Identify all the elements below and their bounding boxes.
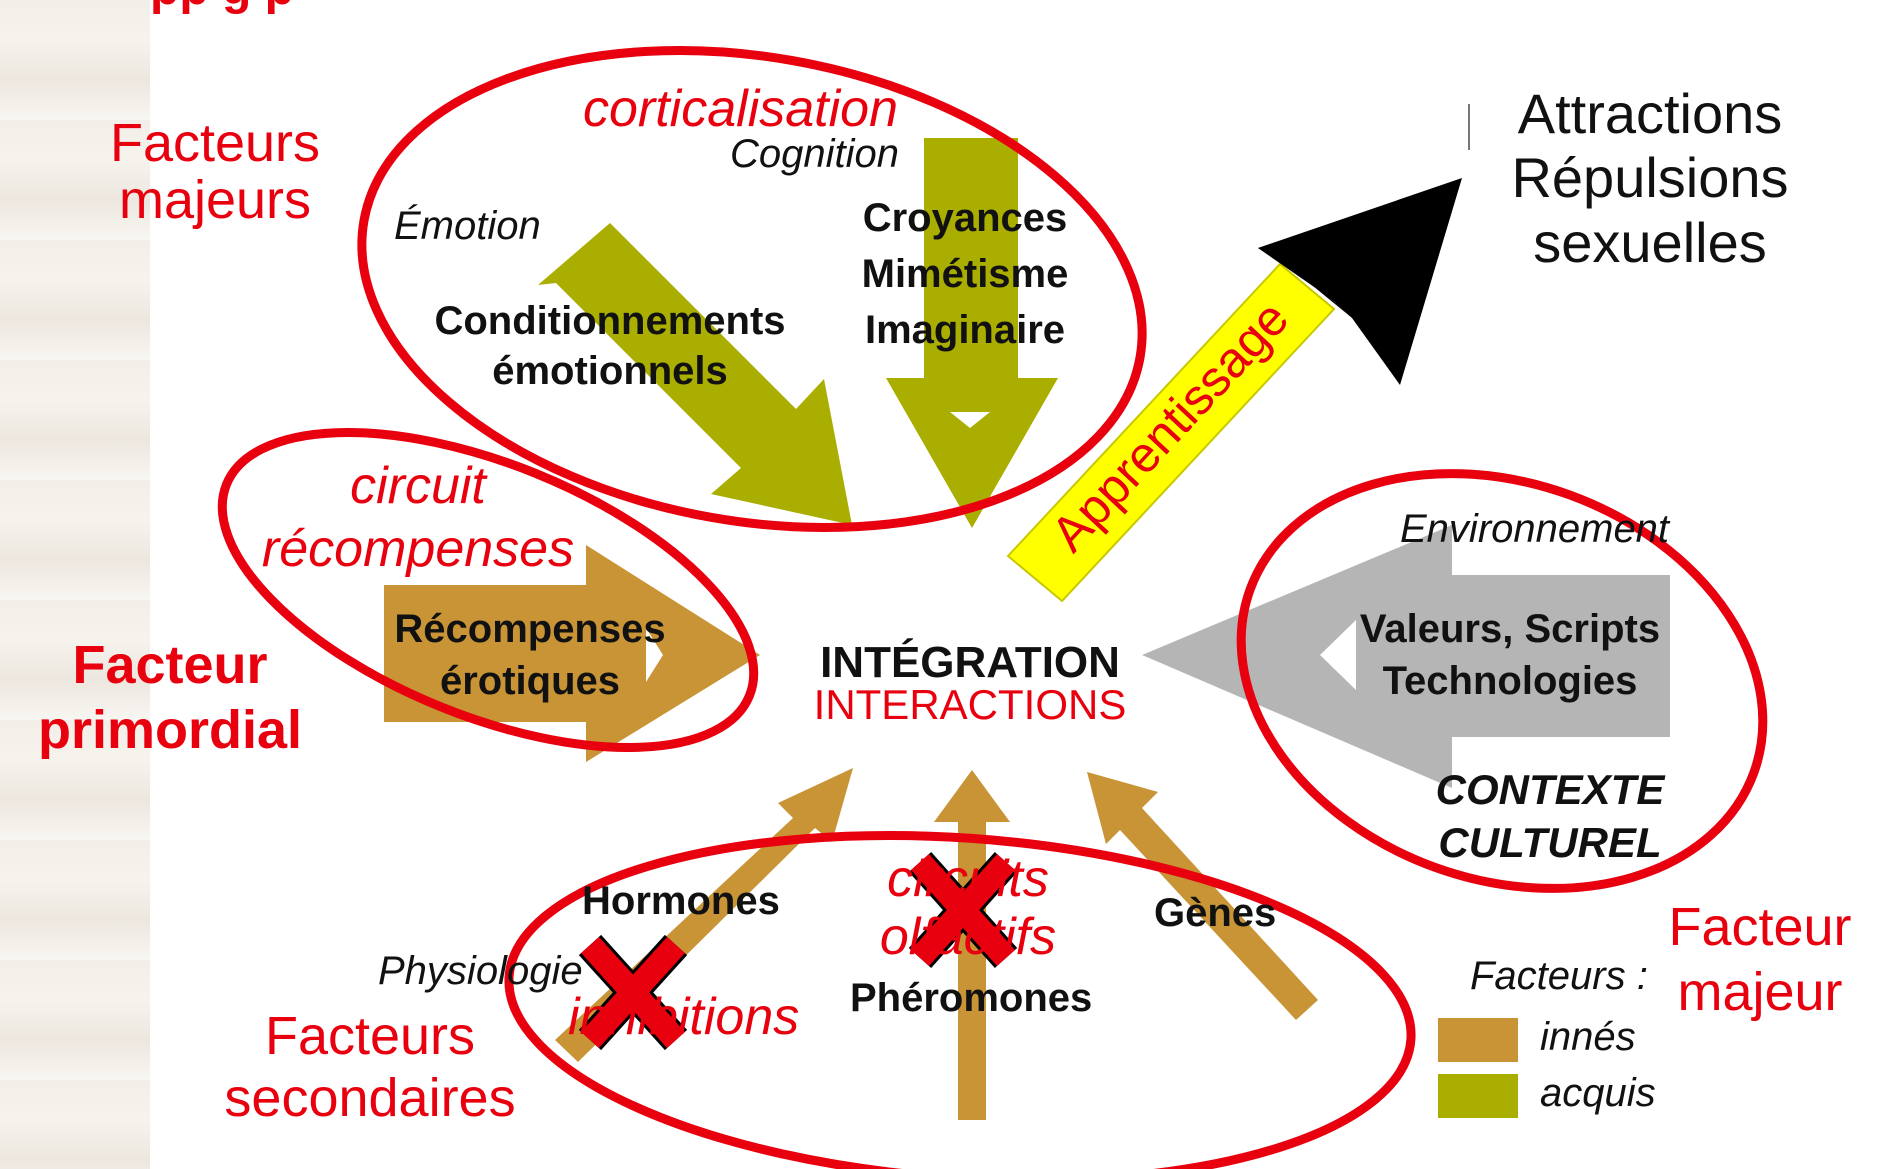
legend-innate-label: innés (1540, 1015, 1636, 1059)
bottom-cluster-ellipse (504, 831, 1416, 1169)
values-line-1: Valeurs, Scripts (1359, 607, 1661, 651)
cross-mark-physiology-icon (578, 934, 688, 1051)
top-cluster-ellipse (357, 46, 1147, 532)
major-factor-line-1: Facteur (1668, 897, 1852, 957)
pheromones-label: Phéromones (850, 976, 1093, 1020)
outcome-arrow (1258, 178, 1462, 385)
cultural-context-line-2: CULTUREL (1438, 818, 1662, 866)
inhibitions-label: inhibitions (568, 988, 800, 1046)
pheromones-arrow (934, 770, 1010, 1120)
reward-circuit-line-1: circuit (350, 457, 486, 515)
secondary-factors-line-2: secondaires (224, 1068, 516, 1129)
legend-title: Facteurs : (1470, 954, 1648, 998)
cognition-label: Cognition (730, 132, 900, 176)
secondary-factors-line-1: Facteurs (264, 1006, 476, 1066)
primordial-line-2: primordial (37, 699, 303, 760)
secondary-factors-label: Facteurs secondaires (200, 1005, 540, 1129)
physiology-label: Physiologie (378, 949, 583, 993)
label-line: Facteurs majeurs (109, 113, 321, 230)
conditioning-line-1: Conditionnements (434, 299, 786, 343)
environment-label: Environnement (1400, 507, 1670, 551)
left-cluster-ellipse (217, 427, 759, 753)
outcome-line-2: Répulsions (1511, 146, 1789, 210)
legend-acquired-swatch (1438, 1074, 1518, 1118)
olfactory-line-1: circuits (887, 850, 1049, 908)
primordial-line-1: Facteur (72, 635, 268, 695)
reward-line-2: érotiques (439, 659, 621, 703)
corticalisation-title: corticalisation (583, 80, 899, 138)
background-photo-strip (0, 0, 150, 1169)
header-fragment: pp g p (150, 0, 294, 14)
major-factor-label: Facteur majeur (1640, 895, 1880, 1025)
conditioning-line-2: émotionnels (492, 349, 728, 393)
major-factor-line-2: majeur (1677, 961, 1843, 1022)
beliefs-line-1: Croyances (862, 196, 1068, 240)
reward-circuit-title: circuit récompenses (228, 455, 608, 582)
right-cluster-ellipse (1236, 469, 1768, 893)
emotion-label: Émotion (394, 204, 541, 248)
culture-arrow (1142, 525, 1670, 788)
values-line-2: Technologies (1382, 659, 1638, 703)
reward-text: Récompenses érotiques (380, 603, 680, 707)
outcome-label: Attractions Répulsions sexuelles (1460, 82, 1840, 275)
legend-acquired-label: acquis (1540, 1071, 1656, 1115)
culture-arrow-notch (1320, 620, 1356, 690)
legend-innate-swatch (1438, 1018, 1518, 1062)
beliefs-arrow (886, 138, 1058, 528)
reward-circuit-line-2: récompenses (261, 520, 575, 579)
cross-mark-olfactory-icon (908, 851, 1018, 969)
genes-arrow (1087, 772, 1318, 1020)
reward-line-1: Récompenses (394, 607, 666, 651)
cultural-context-label: CONTEXTE CULTUREL (1400, 764, 1700, 869)
beliefs-arrow-notch (950, 412, 990, 428)
genes-label: Gènes (1154, 891, 1277, 935)
learning-band (1006, 262, 1336, 603)
interactions-label: INTERACTIONS (813, 681, 1127, 728)
beliefs-line-2: Mimétisme (861, 252, 1069, 296)
beliefs-text: Croyances Mimétisme Imaginaire (850, 190, 1080, 358)
reward-arrow-notch (646, 628, 663, 682)
integration-label: INTÉGRATION (820, 638, 1120, 687)
reward-arrow (384, 545, 760, 762)
outcome-arrow-tail (1258, 234, 1352, 318)
primordial-label: Facteur primordial (5, 633, 335, 763)
olfactory-line-2: olfactifs (879, 908, 1057, 967)
top-cluster-label: Facteurs majeurs (80, 113, 350, 230)
emotion-arrow (538, 223, 852, 525)
hormones-label: Hormones (582, 879, 780, 923)
outcome-line-1: Attractions (1517, 82, 1783, 145)
beliefs-line-3: Imaginaire (864, 308, 1066, 352)
cultural-context-line-1: CONTEXTE (1435, 766, 1665, 813)
values-text: Valeurs, Scripts Technologies (1340, 603, 1680, 707)
conditioning-text: Conditionnements émotionnels (420, 296, 800, 396)
olfactory-circuits-label: circuits olfactifs (838, 850, 1098, 966)
outcome-line-3: sexuelles (1533, 210, 1767, 274)
